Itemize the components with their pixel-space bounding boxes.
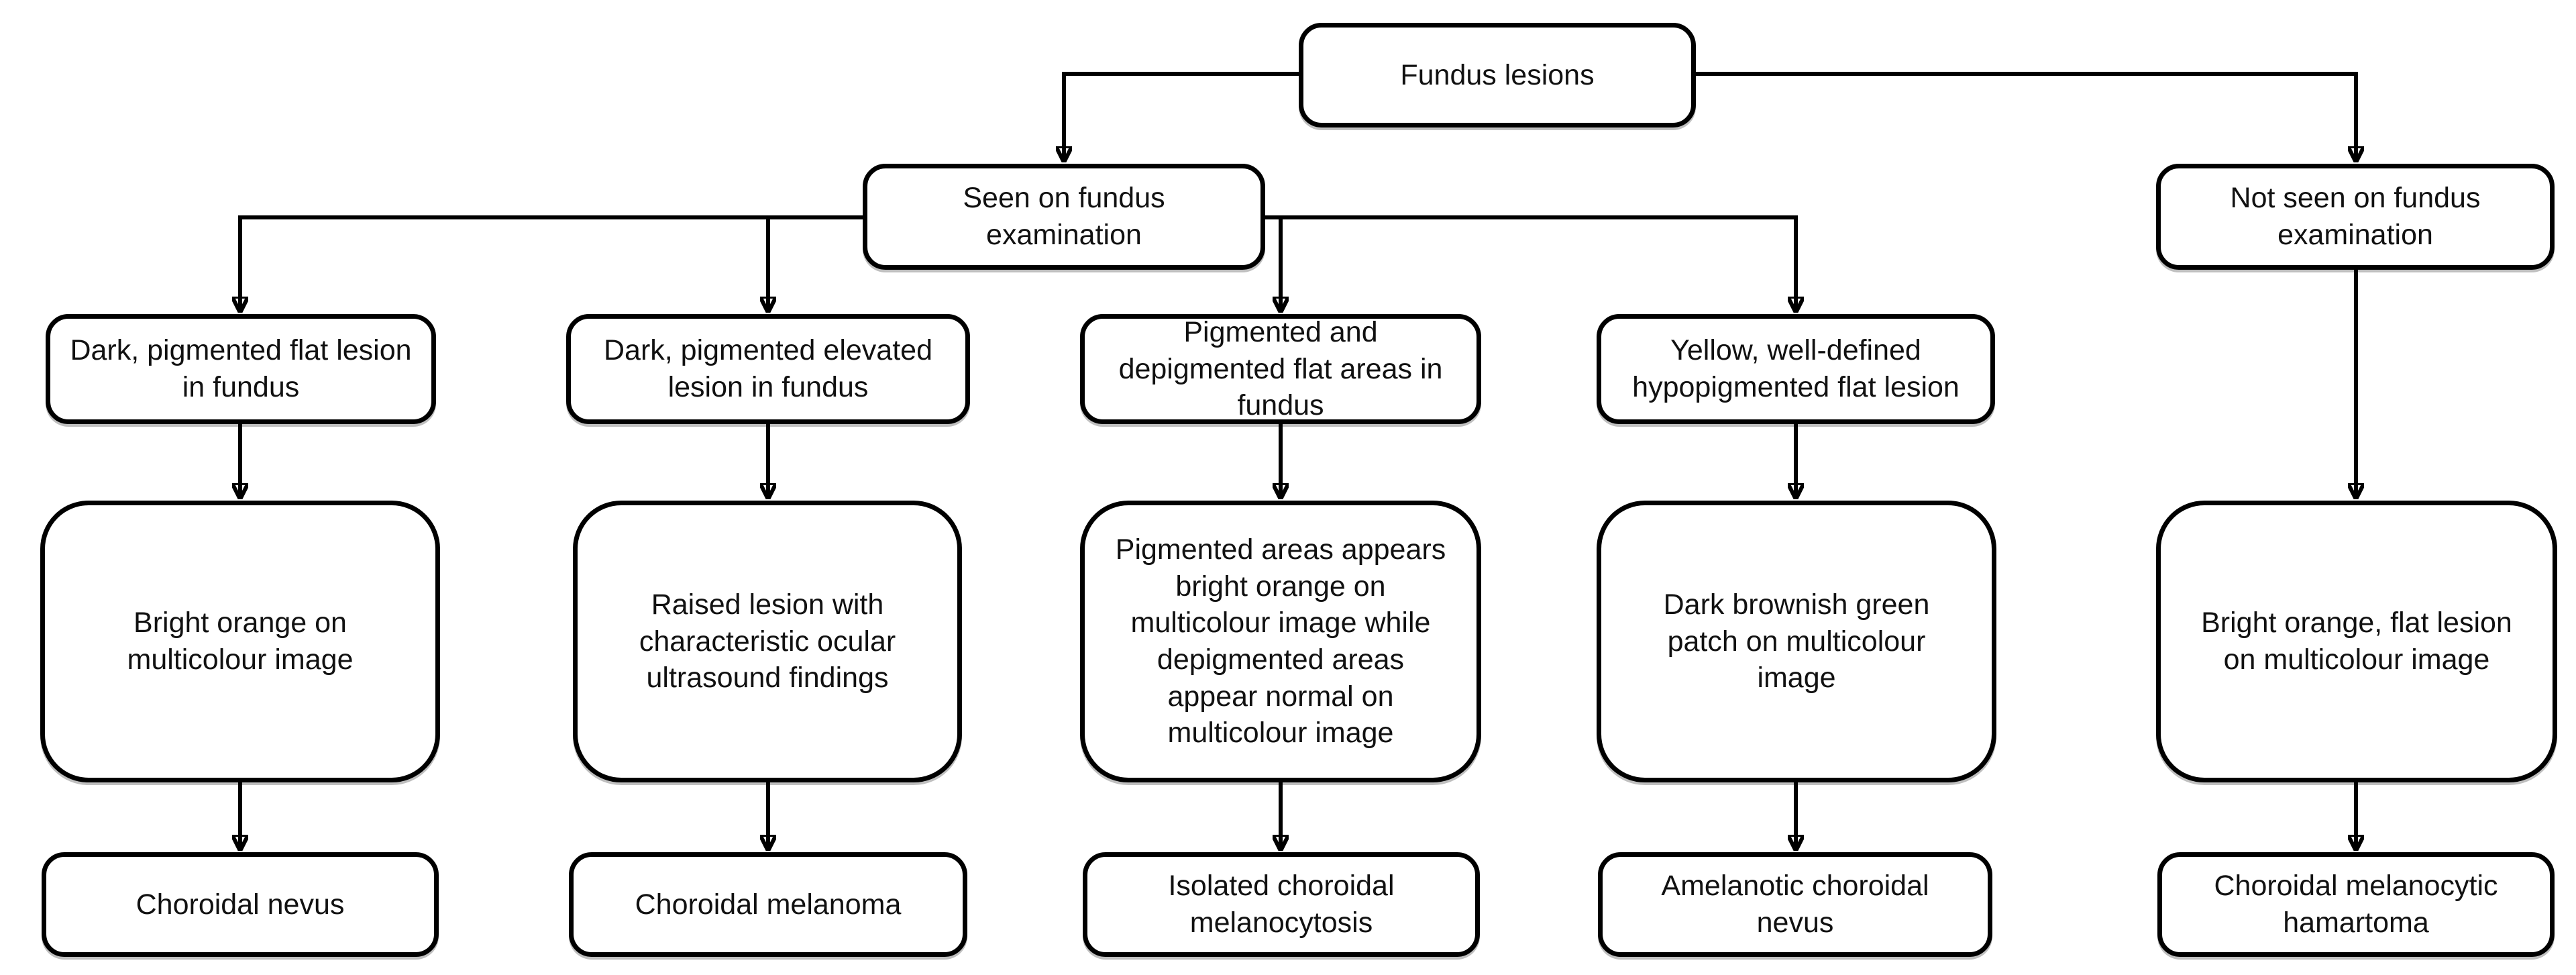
node-label: Dark brownish green patch on multicolour… [1663,588,1930,695]
node-label: Yellow, well-defined hypopigmented flat … [1632,334,1960,403]
node-label: Bright orange, flat lesion on multicolou… [2201,607,2512,676]
node-pigmented-areas-bright-orange: Pigmented areas appears bright orange on… [1080,501,1481,782]
node-label: Choroidal melanoma [635,888,902,921]
edge-root-to-seen [1064,72,1299,158]
node-label: Dark, pigmented elevated lesion in fundu… [603,334,932,403]
node-amelanotic-choroidal-nevus: Amelanotic choroidal nevus [1598,852,1992,957]
node-label: Pigmented areas appears bright orange on… [1115,533,1446,750]
node-choroidal-nevus: Choroidal nevus [42,852,439,957]
node-bright-orange-flat-lesion: Bright orange, flat lesion on multicolou… [2156,501,2557,782]
node-raised-lesion-ultrasound: Raised lesion with characteristic ocular… [573,501,962,782]
node-label: Dark, pigmented flat lesion in fundus [70,334,412,403]
node-bright-orange-multicolour: Bright orange on multicolour image [40,501,440,782]
node-label: Raised lesion with characteristic ocular… [639,588,896,695]
node-label: Not seen on fundus examination [2230,182,2481,251]
edge-root-to-not-seen [1696,72,2356,158]
node-label: Seen on fundus examination [963,182,1165,251]
edge-seen-to-finding-1 [240,215,863,309]
node-dark-brownish-green-patch: Dark brownish green patch on multicolour… [1597,501,1996,782]
node-fundus-lesions: Fundus lesions [1299,23,1696,127]
node-dark-pigmented-elevated-lesion: Dark, pigmented elevated lesion in fundu… [566,314,970,424]
node-label: Isolated choroidal melanocytosis [1168,870,1395,939]
node-label: Amelanotic choroidal nevus [1661,870,1929,939]
node-label: Choroidal nevus [136,888,345,921]
node-label: Choroidal melanocytic hamartoma [2214,870,2498,939]
edge-seen-to-finding-4 [1265,215,1796,309]
node-isolated-choroidal-melanocytosis: Isolated choroidal melanocytosis [1083,852,1480,957]
node-label: Fundus lesions [1400,58,1595,91]
node-dark-pigmented-flat-lesion: Dark, pigmented flat lesion in fundus [46,314,436,424]
node-pigmented-depigmented-flat-areas: Pigmented and depigmented flat areas in … [1080,314,1481,424]
node-seen-on-fundus-examination: Seen on fundus examination [863,164,1265,270]
node-not-seen-on-fundus-examination: Not seen on fundus examination [2156,164,2555,270]
node-label: Pigmented and depigmented flat areas in … [1118,316,1443,422]
node-yellow-hypopigmented-flat-lesion: Yellow, well-defined hypopigmented flat … [1597,314,1995,424]
node-choroidal-melanoma: Choroidal melanoma [569,852,967,957]
node-label: Bright orange on multicolour image [127,607,354,676]
node-choroidal-melanocytic-hamartoma: Choroidal melanocytic hamartoma [2157,852,2555,957]
